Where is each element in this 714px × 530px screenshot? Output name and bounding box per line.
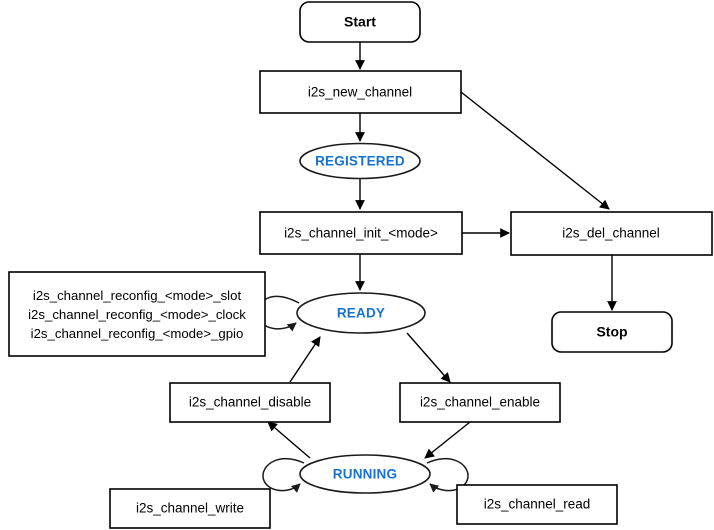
edge-channel-disable-to-ready [289, 336, 321, 383]
new-channel-box [259, 70, 462, 114]
registered-label: REGISTERED [315, 154, 405, 169]
self-loop-running-read [426, 457, 469, 493]
channel-reconfig-box [8, 271, 266, 357]
del-channel-box [510, 211, 713, 256]
channel-init-label: i2s_channel_init_<mode> [284, 226, 438, 241]
node-channel-disable[interactable]: i2s_channel_disable [169, 382, 331, 423]
edges-layer [257, 42, 617, 493]
node-new-channel[interactable]: i2s_new_channel [259, 70, 462, 114]
del-channel-label: i2s_del_channel [562, 226, 660, 241]
channel-write-box [109, 488, 271, 529]
stop-terminal-shape [551, 311, 673, 353]
new-channel-label: i2s_new_channel [308, 85, 412, 100]
edge-ready-to-channel-enable [406, 332, 451, 383]
edge-channel-enable-to-running [424, 421, 471, 459]
stop-label: Stop [596, 324, 627, 340]
node-running[interactable]: RUNNING [299, 454, 431, 494]
running-ellipse [299, 454, 431, 494]
node-ready[interactable]: READY [296, 292, 426, 334]
node-registered[interactable]: REGISTERED [299, 142, 421, 180]
node-channel-read[interactable]: i2s_channel_read [456, 484, 618, 525]
node-channel-reconfig[interactable]: i2s_channel_reconfig_<mode>_slot i2s_cha… [8, 271, 266, 357]
registered-ellipse [299, 142, 421, 180]
start-label: Start [344, 14, 376, 30]
channel-enable-label: i2s_channel_enable [420, 395, 540, 410]
self-loop-running-write [262, 457, 305, 493]
node-stop[interactable]: Stop [551, 311, 673, 353]
node-channel-write[interactable]: i2s_channel_write [109, 488, 271, 529]
edge-running-to-channel-disable [267, 421, 311, 459]
ready-label: READY [337, 306, 385, 321]
node-start[interactable]: Start [299, 1, 421, 43]
ready-ellipse [296, 292, 426, 334]
channel-reconfig-line-slot: i2s_channel_reconfig_<mode>_slot [33, 288, 242, 303]
channel-read-box [456, 484, 618, 525]
running-label: RUNNING [333, 467, 397, 482]
node-channel-enable[interactable]: i2s_channel_enable [399, 382, 561, 423]
channel-enable-box [399, 382, 561, 423]
channel-read-label: i2s_channel_read [484, 497, 591, 512]
channel-reconfig-line-gpio: i2s_channel_reconfig_<mode>_gpio [31, 326, 244, 341]
channel-reconfig-line-clock: i2s_channel_reconfig_<mode>_clock [28, 307, 246, 322]
node-channel-init[interactable]: i2s_channel_init_<mode> [259, 211, 463, 255]
node-del-channel[interactable]: i2s_del_channel [510, 211, 713, 256]
channel-write-label: i2s_channel_write [136, 501, 244, 516]
channel-init-box [259, 211, 463, 255]
edge-new-channel-to-del-channel [460, 91, 610, 210]
channel-disable-box [169, 382, 331, 423]
channel-disable-label: i2s_channel_disable [189, 395, 311, 410]
start-terminal-shape [299, 1, 421, 43]
